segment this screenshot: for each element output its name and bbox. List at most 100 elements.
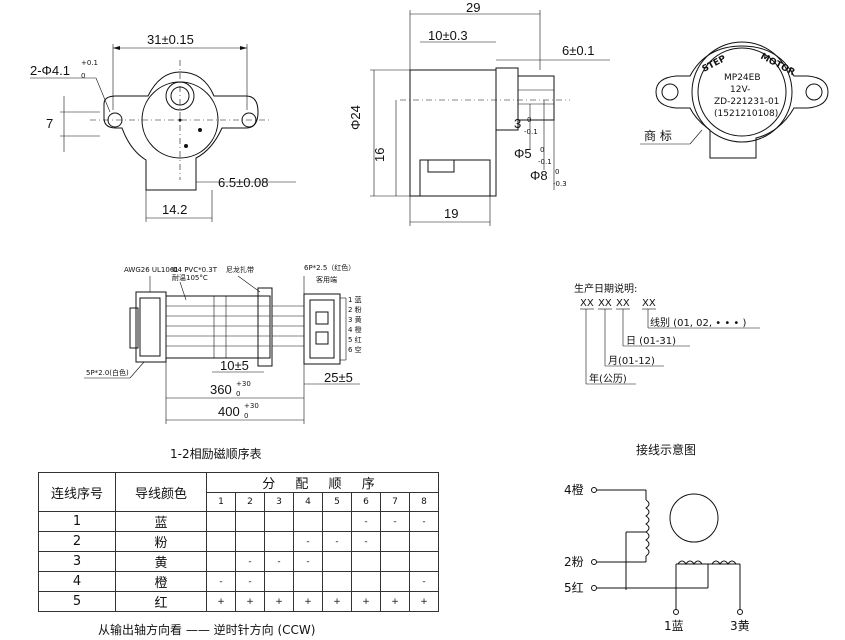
wire-3: 3黄 xyxy=(730,619,750,633)
step-header: 8 xyxy=(409,492,439,512)
row-no: 1 xyxy=(38,511,116,532)
connector-sub: 客用端 xyxy=(316,275,337,284)
row-no: 2 xyxy=(38,531,116,552)
step-cell: - xyxy=(409,571,439,592)
wire-4: 4橙 xyxy=(564,482,584,497)
step-cell xyxy=(380,531,410,552)
pin-1: 1 蓝 xyxy=(348,295,362,304)
step-cell xyxy=(264,511,294,532)
step-cell: - xyxy=(206,571,236,592)
pin-5: 5 红 xyxy=(348,335,362,344)
step-cell xyxy=(322,571,352,592)
step-cell xyxy=(206,531,236,552)
dim-3-tol-bottom: -0.1 xyxy=(524,128,538,136)
step-cell xyxy=(380,571,410,592)
dim-hole-tol-top: +0.1 xyxy=(81,59,98,67)
step-header: 5 xyxy=(322,492,352,512)
side-view: 29 10±0.3 6±0.1 Φ24 16 19 3 0 -0.1 Φ5 xyxy=(348,0,610,226)
dim-8: Φ8 xyxy=(530,168,548,183)
step-cell: - xyxy=(380,511,410,532)
year-desc: 年(公历) xyxy=(589,372,627,385)
step-cell: + xyxy=(380,591,410,612)
dim-400-tol-top: +30 xyxy=(244,402,259,410)
step-cell xyxy=(264,531,294,552)
dim-height: 7 xyxy=(46,116,53,131)
step-cell: + xyxy=(206,591,236,612)
step-cell: - xyxy=(409,511,439,532)
step-cell: + xyxy=(322,591,352,612)
dim-boss: 6.5±0.08 xyxy=(218,175,269,190)
pin-3: 3 黄 xyxy=(348,315,362,324)
step-cell xyxy=(351,571,381,592)
step-cell xyxy=(206,551,236,572)
dim-19: 19 xyxy=(444,206,458,221)
pin-2: 2 粉 xyxy=(348,305,362,314)
step-cell xyxy=(409,531,439,552)
wiring-diagram: 4橙 2粉 5红 1蓝 3黄 xyxy=(564,482,750,633)
line-desc: 线别 (01, 02, • • • ) xyxy=(650,316,746,329)
pin-4: 4 橙 xyxy=(348,325,362,334)
dim-3: 3 xyxy=(514,116,521,131)
step-cell: - xyxy=(235,571,265,592)
step-cell: + xyxy=(351,591,381,612)
row-no: 3 xyxy=(38,551,116,572)
dim-25: 25±5 xyxy=(324,370,353,385)
connector-bottom: 5P*2.0(白色) xyxy=(86,368,129,377)
awg-label: AWG26 UL1061 xyxy=(124,266,179,274)
wire-5: 5红 xyxy=(564,580,584,595)
dim-shaft-len: 10±0.3 xyxy=(428,28,468,43)
row-color: 橙 xyxy=(115,571,207,592)
dim-hole: 2-Φ4.1 xyxy=(30,63,70,78)
date-code: 生产日期说明: XX XX XX XX 线别 (01, 02, • • • ) … xyxy=(574,282,760,385)
row-no: 4 xyxy=(38,571,116,592)
step-cell: + xyxy=(235,591,265,612)
step-cell: - xyxy=(293,551,323,572)
dim-flat: 6±0.1 xyxy=(562,43,594,58)
xx-line: XX xyxy=(642,298,656,309)
brand-left: STEP xyxy=(701,54,728,75)
step-header: 7 xyxy=(380,492,410,512)
connector-top: 6P*2.5（红色） xyxy=(304,263,355,272)
table-title: 1-2相励磁顺序表 xyxy=(170,446,262,461)
step-cell: - xyxy=(322,531,352,552)
wiring-title: 接线示意图 xyxy=(636,442,696,457)
row-no: 5 xyxy=(38,591,116,612)
dim-400-tol-bottom: 0 xyxy=(244,412,248,420)
step-cell: + xyxy=(409,591,439,612)
dim-360: 360 xyxy=(210,382,232,397)
step-cell: - xyxy=(351,531,381,552)
step-cell xyxy=(293,571,323,592)
model: MP24EB xyxy=(724,73,761,83)
temp-label: 耐温105°C xyxy=(172,273,208,282)
voltage: 12V- xyxy=(730,85,750,95)
serial: (1521210108) xyxy=(714,109,778,119)
row-color: 红 xyxy=(115,591,207,612)
wire-view: AWG26 UL1061 Φ4 PVC*0.3T 耐温105°C 尼龙扎带 6P… xyxy=(84,263,362,424)
dim-5-tol-bottom: -0.1 xyxy=(538,158,552,166)
dim-360-tol-top: +30 xyxy=(236,380,251,388)
xx-year: XX xyxy=(580,298,594,309)
col-color: 导线颜色 xyxy=(115,472,207,512)
front-view: 31±0.15 2-Φ4.1 +0.1 0 7 6.5±0.08 14.2 xyxy=(30,32,296,222)
date-title: 生产日期说明: xyxy=(574,282,637,295)
step-cell xyxy=(293,511,323,532)
step-cell xyxy=(380,551,410,572)
dim-8-tol-bottom: -0.3 xyxy=(553,180,567,188)
step-header: 3 xyxy=(264,492,294,512)
day-desc: 日 (01-31) xyxy=(626,336,676,347)
step-cell xyxy=(235,531,265,552)
month-desc: 月(01-12) xyxy=(608,355,655,367)
dim-360-tol-bottom: 0 xyxy=(236,390,240,398)
step-cell: + xyxy=(293,591,323,612)
row-color: 粉 xyxy=(115,531,207,552)
pvc-label: Φ4 PVC*0.3T xyxy=(172,266,218,274)
dim-3-tol-top: 0 xyxy=(527,116,531,124)
row-color: 黄 xyxy=(115,551,207,572)
